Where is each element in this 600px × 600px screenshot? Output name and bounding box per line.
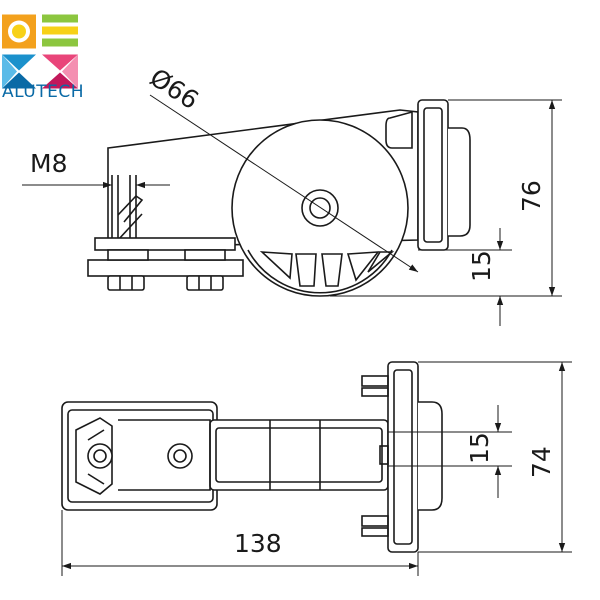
length-label: 138 [234,529,282,558]
diameter-label: Ø66 [145,63,204,115]
top-bracket [75,417,113,495]
top-carriage [209,419,389,491]
top-end-plate [387,361,419,553]
offset-label-side: 15 [467,250,496,282]
top-bolt-left [87,443,113,469]
top-height-label: 74 [527,446,556,478]
top-body-outer [61,401,218,511]
diameter-leader [149,94,419,273]
height-label: 76 [517,180,546,212]
side-view-dimensions [22,94,562,326]
brand-name: ALUTECH [2,82,84,102]
end-stop-plate [417,99,449,251]
alutech-logo [2,14,78,89]
top-end-cap [418,401,443,511]
nut-left [107,275,145,291]
top-view [61,361,443,553]
wheel-hub-lower [247,249,393,294]
thread-label: M8 [30,149,67,178]
wheel-spokes [259,251,395,287]
end-stop-cap [448,127,471,237]
top-axle-plate [118,419,211,491]
offset-label-top: 15 [465,432,494,464]
top-bolt-right [167,443,193,469]
base-plate-upper [94,237,236,251]
end-stop-clip [385,110,413,149]
side-view [87,99,471,297]
base-plate [87,259,244,277]
top-view-dimensions [61,361,572,576]
wheel-axle [309,197,331,219]
nut-right [186,275,224,291]
